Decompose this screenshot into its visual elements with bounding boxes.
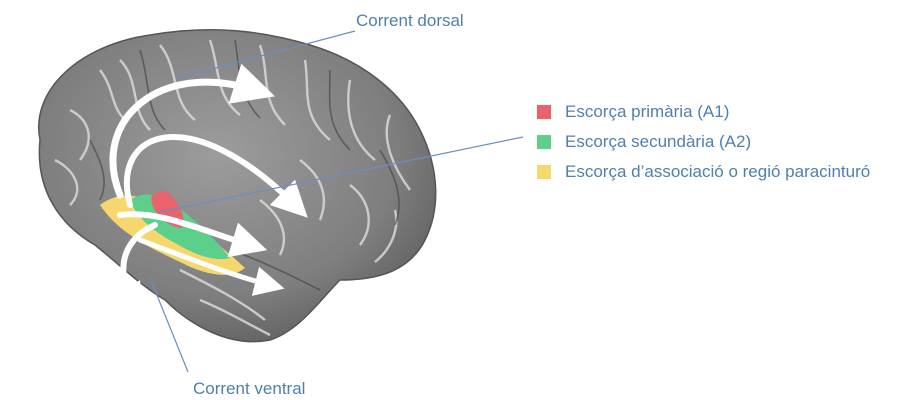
legend-swatch-primary bbox=[537, 105, 551, 119]
legend-label-secondary: Escorça secundària (A2) bbox=[565, 132, 751, 152]
legend-swatch-association bbox=[537, 165, 551, 179]
brain-hemisphere bbox=[39, 30, 436, 342]
legend-item-primary: Escorça primària (A1) bbox=[537, 102, 729, 122]
legend-item-secondary: Escorça secundària (A2) bbox=[537, 132, 751, 152]
legend-label-primary: Escorça primària (A1) bbox=[565, 102, 729, 122]
dorsal-stream-label: Corrent dorsal bbox=[356, 12, 464, 29]
legend-item-association: Escorça d’associació o regió paracinturó bbox=[537, 162, 870, 182]
brain-cortex bbox=[39, 30, 436, 342]
legend-swatch-secondary bbox=[537, 135, 551, 149]
ventral-stream-label: Corrent ventral bbox=[193, 380, 305, 397]
legend-label-association: Escorça d’associació o regió paracinturó bbox=[565, 162, 870, 182]
